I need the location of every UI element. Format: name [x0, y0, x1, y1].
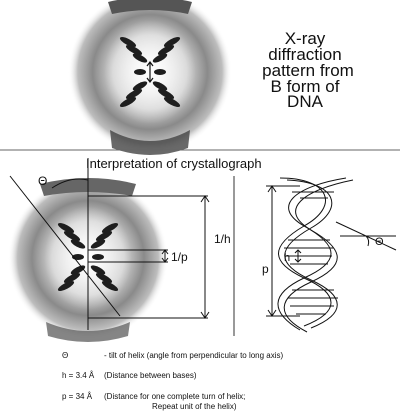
h-label: h	[284, 252, 291, 264]
p-label: p	[262, 262, 269, 276]
theta-label: Θ	[375, 236, 384, 248]
theta-label: Θ	[38, 174, 48, 188]
title-line: pattern from	[262, 61, 354, 80]
one-over-p-label: 1/p	[171, 250, 188, 264]
interpretation-title: Interpretation of crystallograph	[86, 156, 262, 171]
legend-symbol: h = 3.4 Å	[62, 371, 95, 380]
legend-text: Repeat unit of the helix)	[152, 402, 237, 411]
title-line: diffraction	[268, 45, 342, 64]
title-line: X-ray	[284, 29, 326, 48]
legend-text: (Distance for one complete turn of helix…	[104, 392, 246, 401]
legend-text: (Distance between bases)	[104, 371, 197, 380]
legend-symbol: Θ	[62, 351, 69, 360]
legend-text: - tilt of helix (angle from perpendicula…	[104, 351, 284, 360]
diffraction-photo-top	[68, 0, 232, 155]
legend-row: h = 3.4 Å (Distance between bases)	[62, 371, 197, 381]
legend-symbol: p = 34 Å	[62, 392, 93, 401]
one-over-h-label: 1/h	[214, 232, 231, 246]
photo-annotations	[9, 158, 210, 330]
legend-row: Repeat unit of the helix)	[152, 402, 237, 412]
title-line: B form of	[270, 77, 340, 96]
double-helix	[266, 177, 397, 333]
title-line: DNA	[287, 92, 323, 111]
legend-row: p = 34 Å (Distance for one complete turn …	[62, 392, 245, 402]
legend-row: Θ - tilt of helix (angle from perpendicul…	[62, 351, 283, 361]
